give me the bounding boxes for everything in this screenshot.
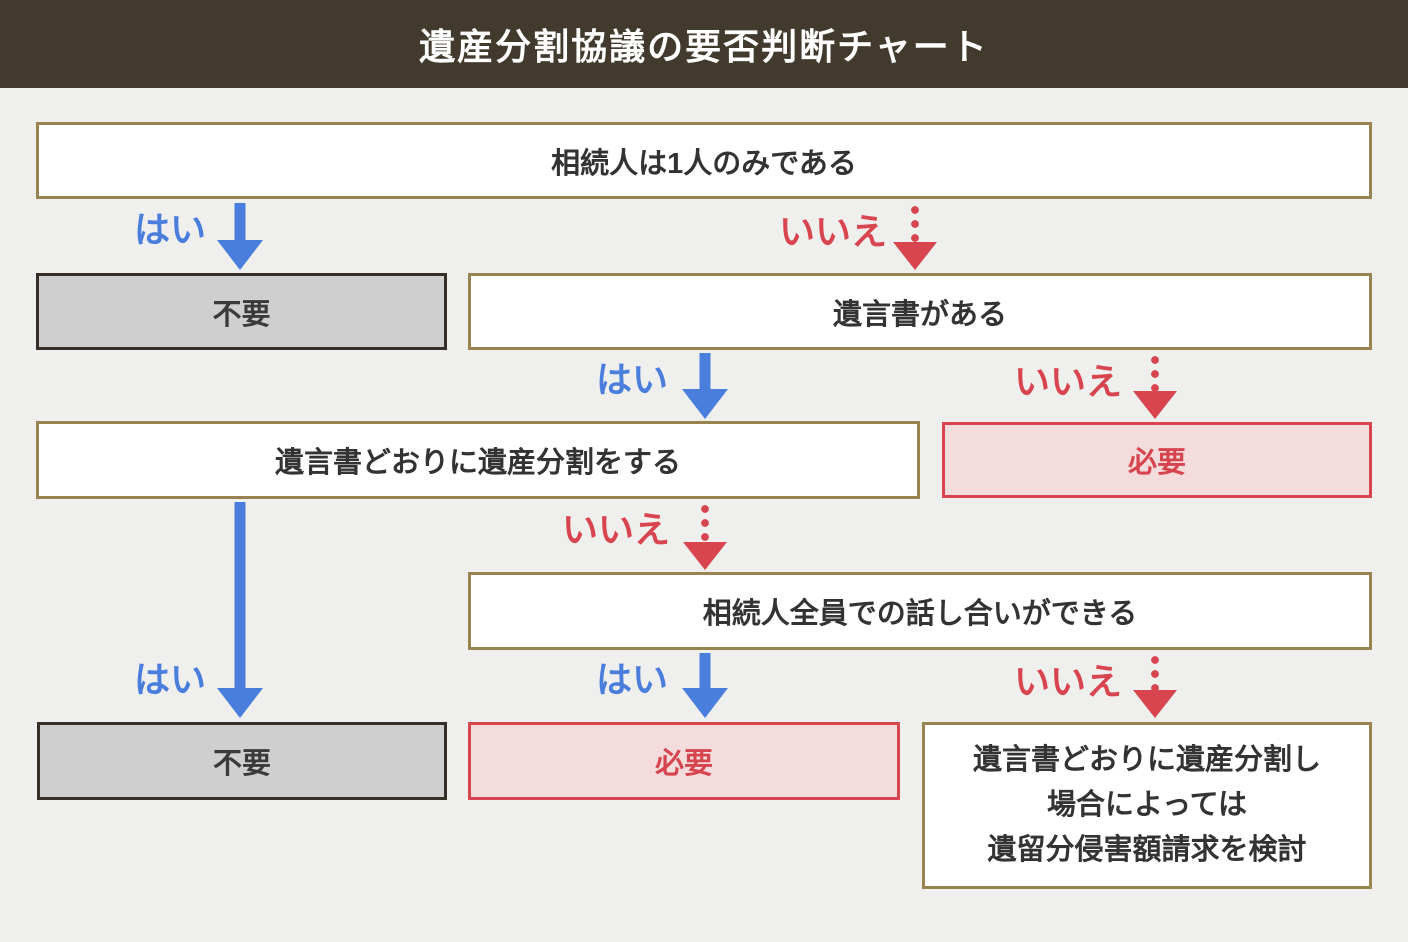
arrow-head (893, 242, 937, 270)
arrow-no-will-exists-icon (1133, 353, 1177, 419)
node-question-single-heir-label: 相続人は1人のみである (551, 147, 857, 180)
arrow-head (682, 688, 728, 718)
arrow-stem (1151, 653, 1159, 692)
arrow-stem (701, 502, 709, 544)
arrow-stem (911, 203, 919, 244)
arrow-no-all-heirs-icon (1133, 653, 1177, 718)
arrow-yes-single-heir-icon (217, 203, 263, 270)
node-result-final-line2: 場合によっては (1046, 789, 1248, 821)
node-result-needed-right-label: 必要 (1127, 447, 1186, 479)
node-question-divide-per-will: 遺言書どおりに遺産分割をする (36, 421, 920, 499)
arrow-yes-divide-per-will-icon (217, 502, 263, 718)
arrow-stem (234, 203, 246, 242)
arrow-yes-will-exists-icon (682, 353, 728, 419)
arrow-head (217, 240, 263, 270)
arrow-yes-all-heirs-icon (682, 653, 728, 718)
node-result-final: 遺言書どおりに遺産分割し 場合によっては 遺留分侵害額請求を検討 (922, 722, 1372, 889)
node-question-will-exists: 遺言書がある (468, 273, 1372, 350)
header-bar: 遺産分割協議の要否判断チャート (0, 0, 1408, 88)
edge-label-no-1: いいえ (778, 211, 888, 252)
node-result-needed-bottom: 必要 (468, 722, 900, 800)
arrow-head (1133, 391, 1177, 419)
arrow-no-single-heir-icon (893, 203, 937, 270)
page-title: 遺産分割協議の要否判断チャート (419, 26, 989, 67)
arrow-stem (699, 653, 711, 690)
edge-label-no-4: いいえ (1013, 661, 1123, 702)
edge-label-no-3: いいえ (561, 509, 671, 550)
node-result-not-needed-bottom-label: 不要 (212, 748, 271, 780)
node-question-will-exists-label: 遺言書がある (832, 298, 1007, 331)
edge-label-yes-long: はい (133, 659, 207, 700)
edge-label-yes-2: はい (595, 359, 669, 400)
node-result-not-needed-top: 不要 (36, 273, 447, 350)
node-question-all-heirs-discuss: 相続人全員での話し合いができる (468, 572, 1372, 650)
node-result-not-needed-bottom: 不要 (37, 722, 447, 800)
edge-label-yes-3: はい (595, 659, 669, 700)
node-result-needed-bottom-label: 必要 (654, 748, 713, 780)
arrow-head (217, 688, 263, 718)
node-question-single-heir: 相続人は1人のみである (36, 122, 1372, 199)
edge-label-yes-1: はい (133, 209, 207, 250)
arrow-head (683, 542, 727, 570)
arrow-stem (234, 502, 246, 690)
node-result-needed-right: 必要 (942, 422, 1372, 498)
node-question-divide-per-will-label: 遺言書どおりに遺産分割をする (274, 447, 681, 479)
node-result-final-line1: 遺言書どおりに遺産分割し (972, 744, 1321, 776)
node-result-not-needed-top-label: 不要 (212, 298, 271, 331)
arrow-head (682, 389, 728, 419)
arrow-stem (1151, 353, 1159, 393)
edge-label-no-2: いいえ (1013, 361, 1123, 402)
arrow-no-divide-per-will-icon (683, 502, 727, 570)
node-result-final-line3: 遺留分侵害額請求を検討 (987, 834, 1307, 866)
node-question-all-heirs-discuss-label: 相続人全員での話し合いができる (702, 598, 1138, 630)
arrow-head (1133, 690, 1177, 718)
arrow-stem (699, 353, 711, 391)
